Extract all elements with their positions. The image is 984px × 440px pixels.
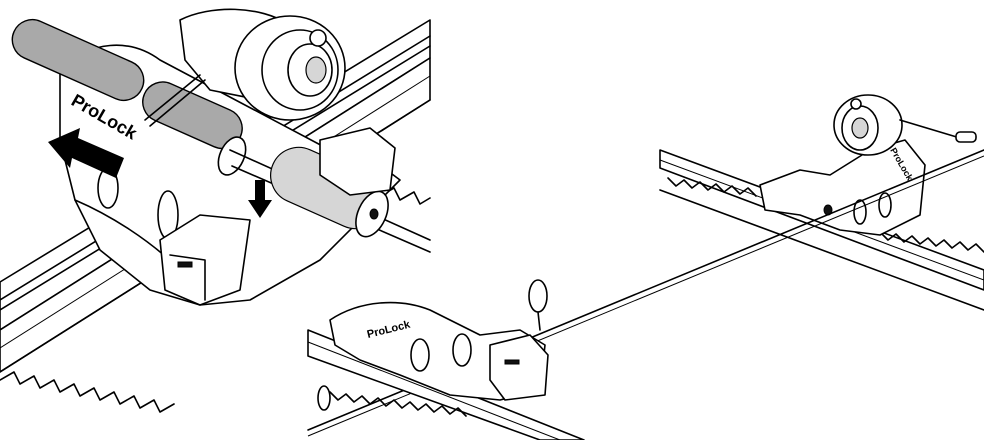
bottom-holder-body: ProLock (329, 301, 549, 401)
line-guide-icon (317, 279, 548, 411)
bottom-assembly-panel: ProLock (307, 279, 585, 440)
left-reel (144, 8, 346, 127)
push-arrow-icon (48, 128, 124, 178)
right-holder-body: ProLock (759, 139, 926, 236)
right-assembly-panel: ProLock (659, 94, 984, 311)
right-reel (833, 94, 977, 156)
press-down-arrow-icon (248, 180, 272, 218)
front-grip (270, 146, 389, 238)
left-closeup-panel: ProLock (0, 8, 431, 413)
left-lock-block (159, 127, 396, 306)
